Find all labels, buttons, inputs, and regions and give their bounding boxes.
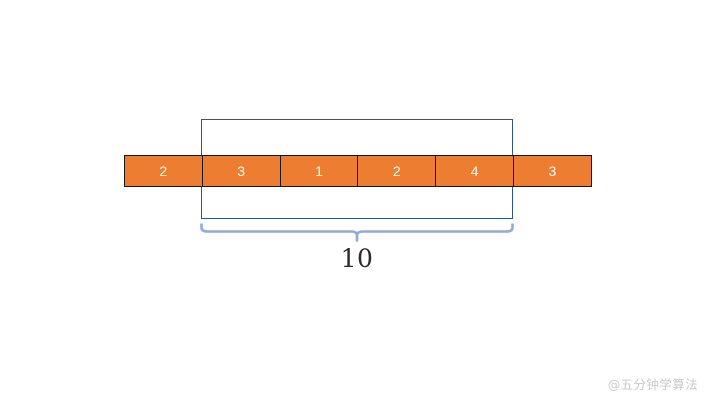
array-cell-value: 1 bbox=[315, 163, 324, 179]
array-bar: 2 3 1 2 4 3 bbox=[124, 155, 592, 187]
watermark: @五分钟学算法 bbox=[607, 377, 698, 392]
array-cell-value: 3 bbox=[237, 163, 246, 179]
sum-brace bbox=[197, 221, 517, 243]
array-cell-value: 4 bbox=[470, 163, 479, 179]
array-cell-value: 2 bbox=[159, 163, 168, 179]
array-cell-value: 3 bbox=[548, 163, 557, 179]
array-cell-5[interactable]: 3 bbox=[514, 156, 591, 186]
array-cell-2[interactable]: 1 bbox=[280, 156, 359, 186]
sum-label: 10 bbox=[340, 244, 374, 273]
array-cell-4[interactable]: 4 bbox=[436, 156, 515, 186]
array-cell-1[interactable]: 3 bbox=[202, 156, 281, 186]
array-cell-value: 2 bbox=[392, 163, 401, 179]
array-cell-3[interactable]: 2 bbox=[358, 156, 437, 186]
brace-icon bbox=[200, 223, 514, 242]
array-cell-0[interactable]: 2 bbox=[125, 156, 203, 186]
